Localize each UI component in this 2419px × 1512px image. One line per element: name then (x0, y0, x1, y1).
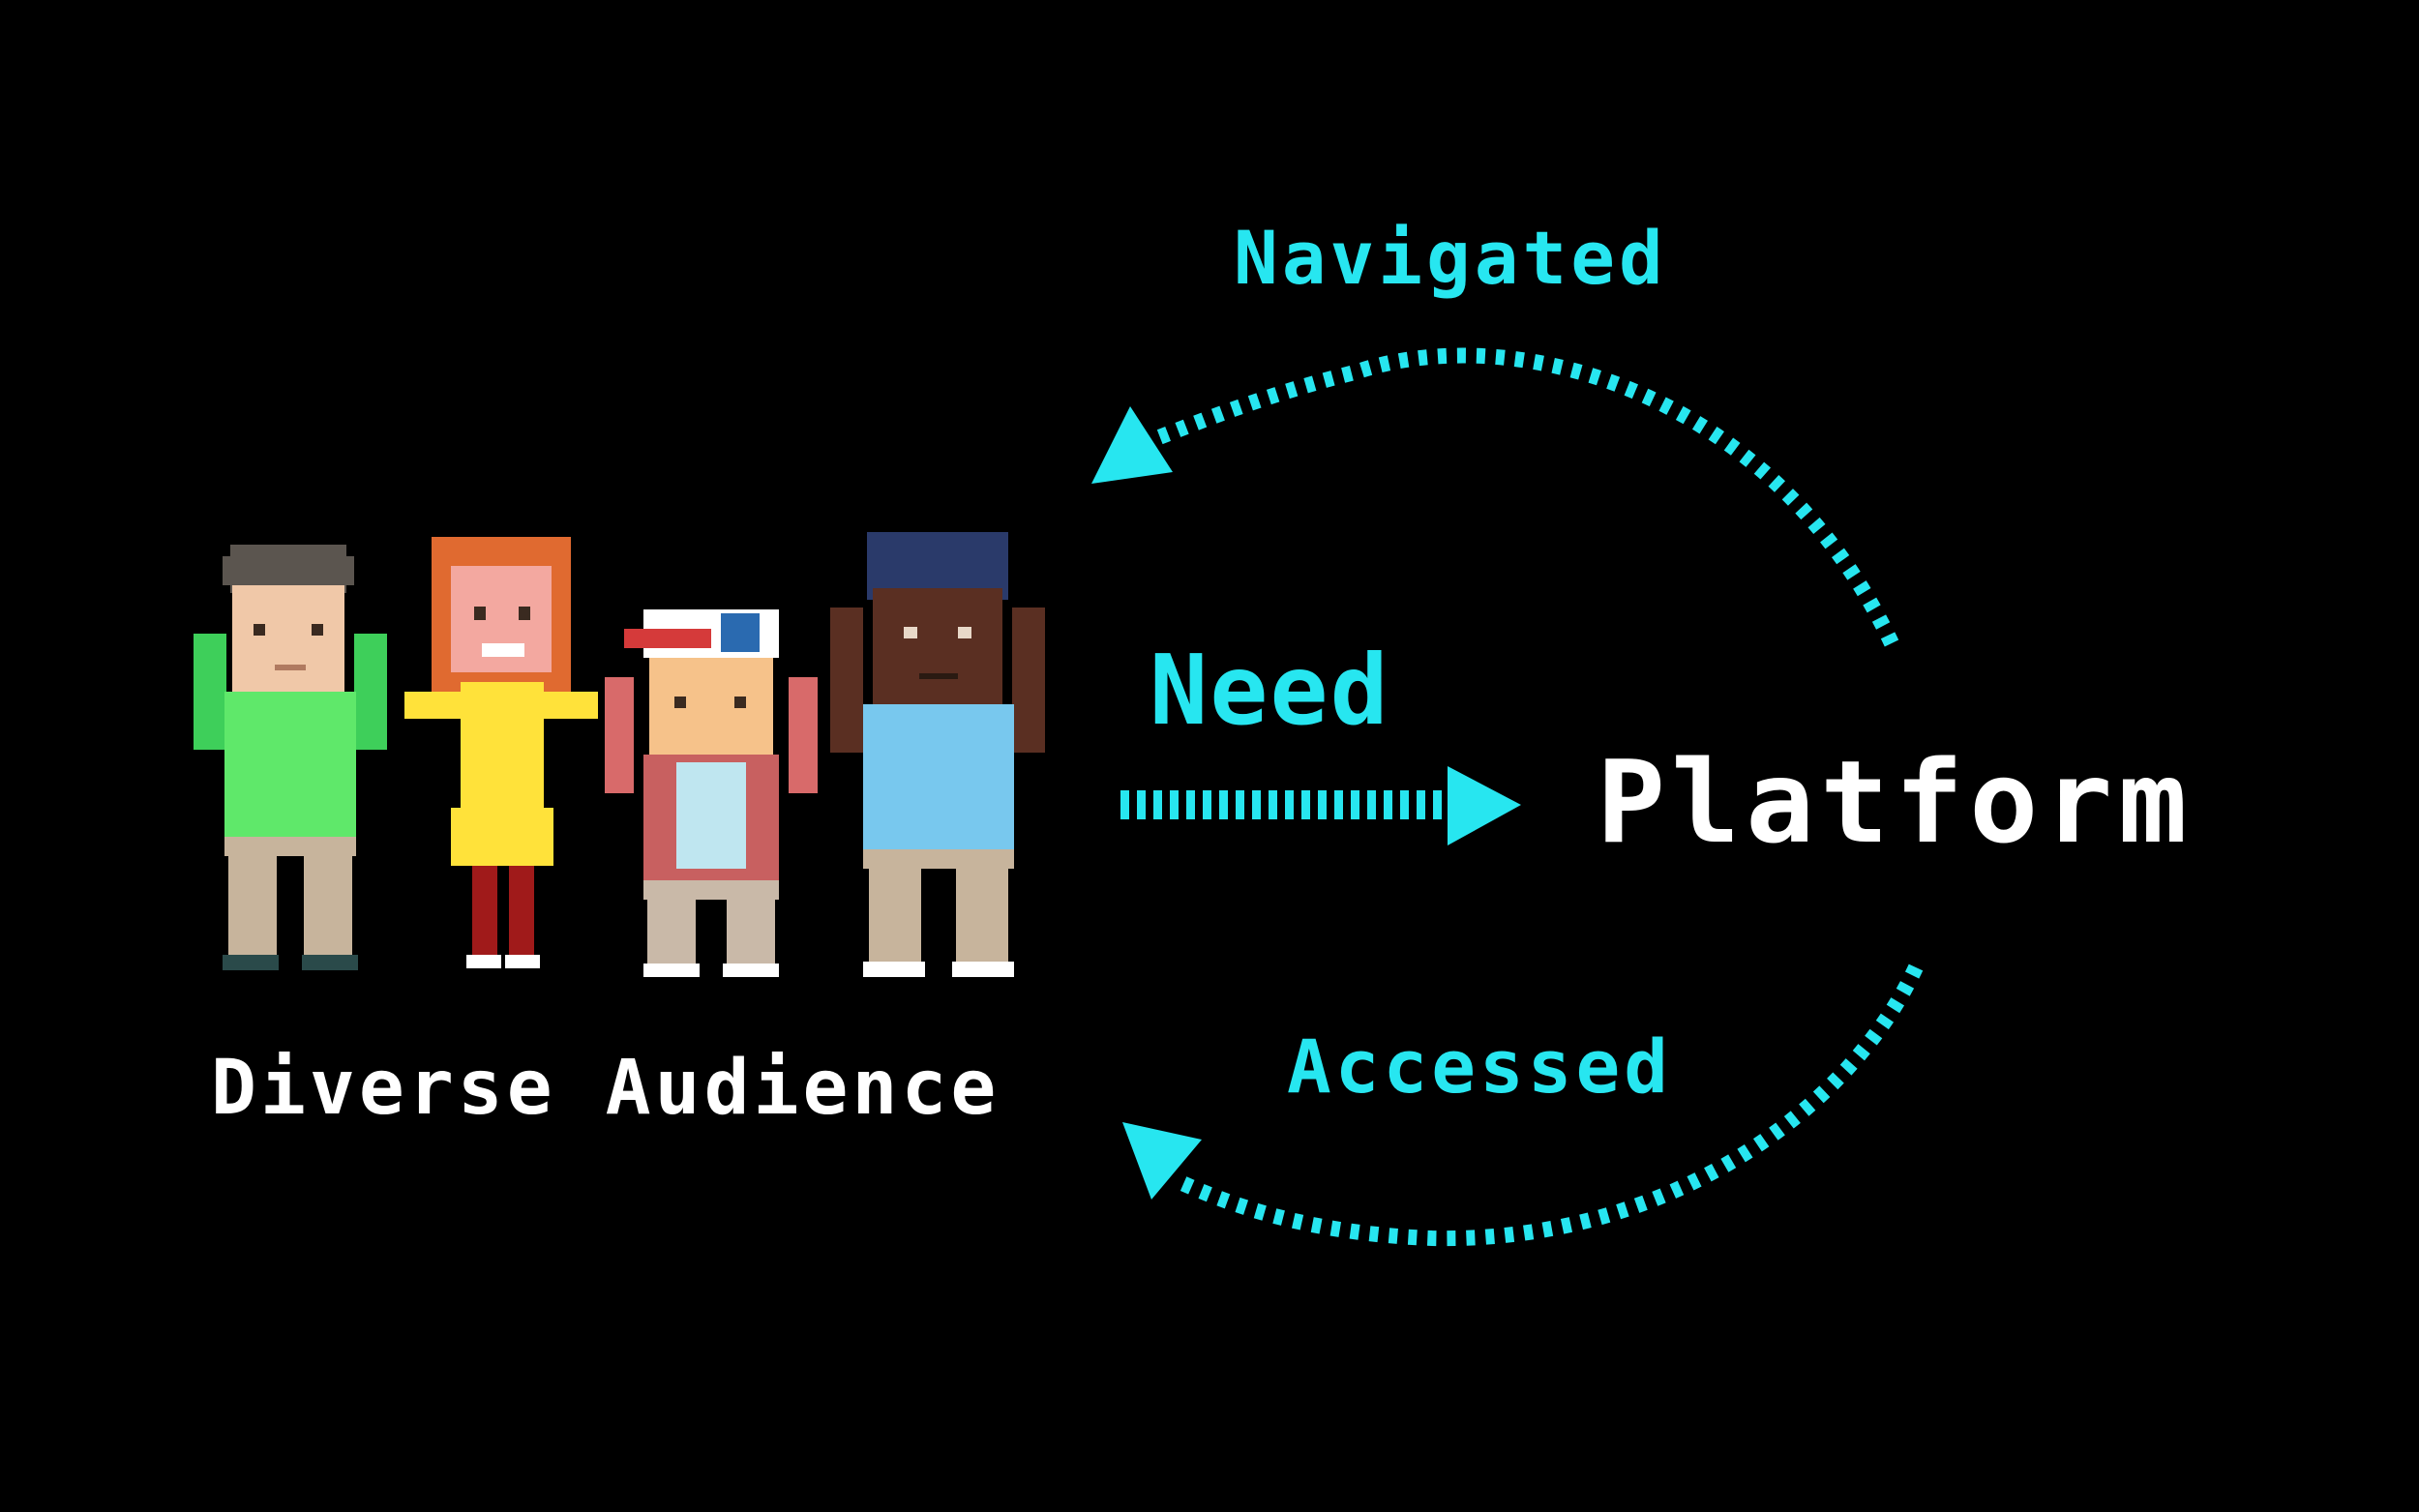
platform-label: Platform (1597, 735, 2194, 869)
accessed-arrowhead (1122, 1122, 1202, 1200)
navigated-label: Navigated (1234, 215, 1667, 301)
navigated-arc (1149, 347, 1899, 647)
person-cap-icon (605, 609, 818, 977)
navigated-arrowhead (1091, 406, 1173, 484)
person-blue-shirt-icon (830, 532, 1045, 977)
person-green-shirt-icon (194, 545, 387, 970)
audience-label: Diverse Audience (211, 1045, 1000, 1132)
need-label: Need (1150, 634, 1390, 747)
need-arrowhead (1448, 766, 1521, 845)
person-yellow-dress-icon (404, 537, 598, 968)
accessed-label: Accessed (1287, 1023, 1673, 1110)
